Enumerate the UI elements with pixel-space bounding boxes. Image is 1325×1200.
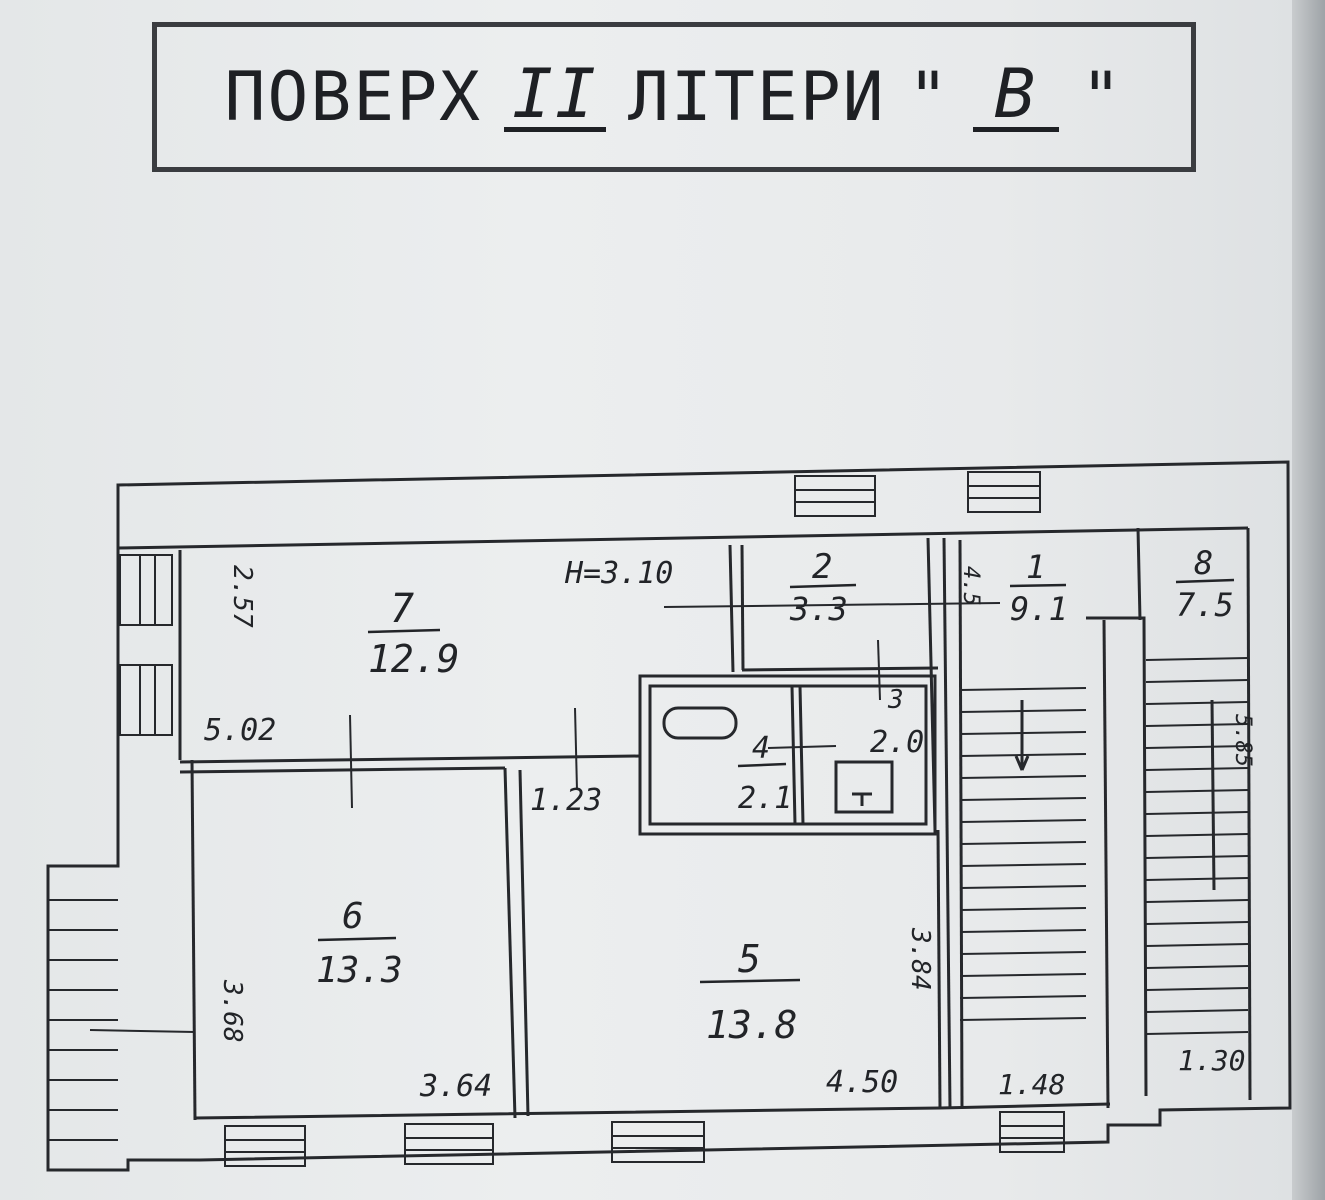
stair1-arrow (1014, 700, 1030, 771)
toilet (834, 760, 894, 814)
stair8-treads (1145, 657, 1249, 1035)
room6-area: 13.3 (316, 950, 403, 991)
wall-5-stair (936, 829, 942, 1109)
wall-room2-left-b (740, 544, 745, 671)
stair1-left (958, 539, 964, 1109)
wall-room2-left (728, 544, 735, 673)
entrance-stair (48, 899, 196, 1141)
room1-area: 9.1 (1010, 590, 1068, 628)
dim-tick-3 (877, 639, 881, 701)
room5-area: 13.8 (706, 1003, 798, 1047)
bathtub (662, 706, 738, 740)
room3-area: 2.0 (870, 725, 924, 760)
dim-room6-width: 3.64 (419, 1069, 492, 1104)
dim-corridor-width: 1.23 (530, 783, 602, 818)
room4-number: 4 (752, 731, 770, 766)
paper-edge-shadow (1292, 0, 1325, 1200)
wall-room2-bottom (741, 666, 939, 672)
dim-tick-2 (574, 707, 578, 791)
room8-number: 8 (1194, 544, 1213, 582)
floor-title: ПОВЕРХ II ЛІТЕРИ " В " (157, 27, 1191, 167)
outer-wall (46, 460, 1292, 1172)
room7-area: 12.9 (368, 637, 460, 681)
dim-room7-width: 5.02 (204, 713, 276, 748)
wall-6-5 (503, 767, 517, 1119)
wall-6-5-inner (518, 769, 530, 1117)
dim-room7-depth: 2.57 (227, 565, 257, 628)
windows (119, 471, 1065, 1167)
room4-area: 2.1 (738, 781, 792, 816)
stair-divider (1086, 616, 1148, 1097)
room2-number: 2 (812, 547, 832, 587)
room5-fraction-line (699, 978, 801, 984)
room1-number: 1 (1026, 548, 1045, 586)
dim-line-4 (767, 745, 837, 749)
floor-number: II (504, 60, 606, 132)
inner-wall-right (1246, 527, 1252, 1101)
wall-4-3 (790, 685, 797, 825)
floor-title-stamp: ПОВЕРХ II ЛІТЕРИ " В " (152, 22, 1196, 172)
room2-area: 3.3 (789, 590, 848, 628)
room3-number: 3 (887, 685, 904, 715)
room4-fraction-line (737, 762, 787, 768)
quote-close: " (1080, 57, 1124, 137)
room2-fraction-line (789, 583, 857, 589)
room6-number: 6 (342, 896, 364, 937)
room7-number: 7 (390, 586, 414, 632)
dim-room6-depth: 3.68 (217, 979, 247, 1043)
wall-7-6 (179, 754, 641, 764)
dim-room5-depth: 3.84 (905, 927, 935, 991)
inner-wall-top (117, 526, 1249, 550)
bathroom-block (638, 674, 937, 836)
room7-fraction-line (367, 628, 441, 634)
dim-room5-width: 4.50 (826, 1065, 898, 1100)
room6-fraction-line (317, 936, 397, 942)
floor-word: ПОВЕРХ (224, 57, 483, 137)
dim-stair8-depth: 5.85 (1230, 714, 1255, 767)
ceiling-height-label: Н=3.10 (564, 556, 673, 591)
wall-7-6-inner (179, 766, 506, 774)
letter-word: ЛІТЕРИ (627, 57, 886, 137)
dim-stair8-width: 1.30 (1178, 1044, 1245, 1077)
stair1-treads (959, 687, 1087, 1021)
dim-room1-depth: 4.5 (958, 566, 983, 606)
stair1-right (1102, 619, 1110, 1109)
dim-stair1-width: 1.48 (998, 1068, 1065, 1101)
wall-2-1-b (942, 537, 952, 1109)
wall-4-3-b (798, 685, 805, 825)
left-inner-wall-2 (190, 759, 197, 1121)
stair8-right (1136, 527, 1142, 621)
inner-wall-bottom (194, 1102, 1111, 1120)
toilet-mark (852, 792, 872, 806)
dim-tick-1 (349, 714, 353, 809)
building-letter: В (972, 60, 1059, 132)
room5-number: 5 (738, 937, 761, 981)
stair8-arrow (1210, 699, 1216, 891)
bathroom-block-inner (648, 684, 928, 826)
room1-fraction-line (1009, 583, 1067, 588)
room8-fraction-line (1175, 578, 1235, 584)
dim-line-room2 (663, 602, 1001, 608)
room8-area: 7.5 (1176, 586, 1234, 624)
quote-open: " (907, 57, 951, 137)
